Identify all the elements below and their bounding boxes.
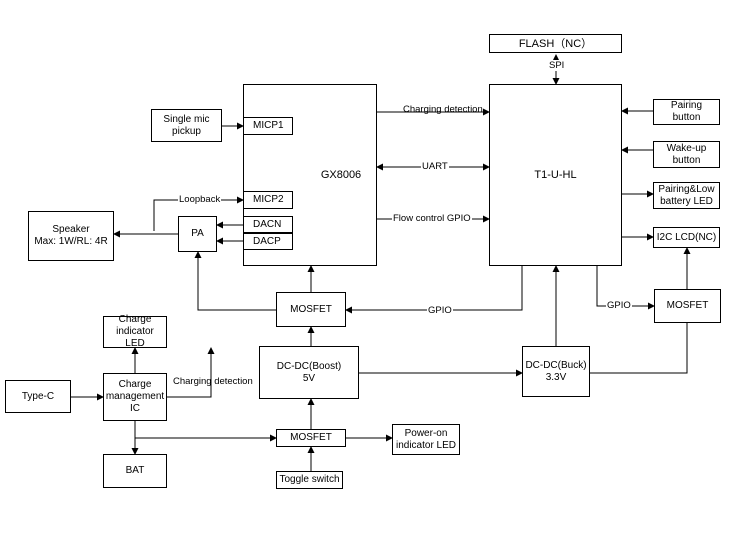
charge-led-label: Charge indicator LED [116,314,154,349]
type-c-block: Type-C [5,380,71,413]
pairing-low-led-label: Pairing&Low battery LED [658,183,715,207]
flash-label: FLASH（NC） [518,37,593,50]
power-on-led-block: Power-on indicator LED [392,424,460,455]
charge-ic-block: Charge management IC [103,373,167,421]
micp1-block: MICP1 [243,117,293,135]
toggle-switch-label: Toggle switch [279,474,340,485]
t1-u-hl-block: T1-U-HL [489,84,622,266]
mosfet-right-block: MOSFET [654,289,721,323]
pairing-low-led-block: Pairing&Low battery LED [653,182,720,209]
gx8006-label: GX8006 [320,169,362,181]
spi-label: SPI [548,60,566,71]
wakeup-button-label: Wake-up button [666,142,707,166]
mosfet-top-label: MOSFET [290,303,332,315]
dacn-label: DACN [253,218,282,230]
buck-label: DC-DC(Buck) 3.3V [525,359,587,383]
boost-label: DC-DC(Boost) 5V [276,360,342,384]
speaker-label: Speaker Max: 1W/RL: 4R [34,224,108,247]
bat-label: BAT [125,465,145,476]
pairing-button-block: Pairing button [653,99,720,125]
loopback-label: Loopback [178,194,222,205]
charge-ic-label: Charge management IC [105,379,165,414]
wakeup-button-block: Wake-up button [653,141,720,168]
gpio-right-label: GPIO [606,300,632,311]
i2c-lcd-block: I2C LCD(NC) [653,227,720,248]
uart-label: UART [421,161,449,172]
boost-block: DC-DC(Boost) 5V [259,346,359,399]
flash-block: FLASH（NC） [489,34,622,53]
buck-block: DC-DC(Buck) 3.3V [522,346,590,397]
flow-control-label: Flow control GPIO [392,213,472,224]
i2c-lcd-label: I2C LCD(NC) [656,231,717,243]
mosfet-top-block: MOSFET [276,292,346,327]
micp1-label: MICP1 [253,120,284,131]
charging-detection-top-label: Charging detection [403,104,483,115]
dacp-block: DACP [243,233,293,250]
dacn-block: DACN [243,216,293,233]
pa-block: PA [178,216,217,252]
gpio-mid-label: GPIO [427,305,453,316]
micp2-label: MICP2 [253,194,284,205]
pa-label: PA [191,228,204,239]
toggle-switch-block: Toggle switch [276,471,343,489]
dacp-label: DACP [253,235,281,247]
charge-led-block: Charge indicator LED [103,314,167,349]
mosfet-right-label: MOSFET [666,300,709,311]
single-mic-label: Single mic pickup [163,113,210,137]
gpio-right-line [596,266,655,310]
mosfet-bottom-block: MOSFET [276,429,346,447]
pairing-button-label: Pairing button [670,100,703,123]
bat-block: BAT [103,454,167,488]
single-mic-block: Single mic pickup [151,109,222,142]
type-c-label: Type-C [21,390,55,402]
mosfet-bottom-label: MOSFET [290,432,332,443]
buck-mosfet-right-line [590,323,688,374]
t1-label: T1-U-HL [534,169,577,181]
speaker-block: Speaker Max: 1W/RL: 4R [28,211,114,261]
power-on-led-label: Power-on indicator LED [395,427,457,451]
charging-detection-bottom-label: Charging detection [173,376,253,387]
micp2-block: MICP2 [243,191,293,209]
gpio-mid-line [345,266,523,314]
charging-detection-bottom-line [167,347,215,398]
mosfet-pa-line [194,251,276,311]
